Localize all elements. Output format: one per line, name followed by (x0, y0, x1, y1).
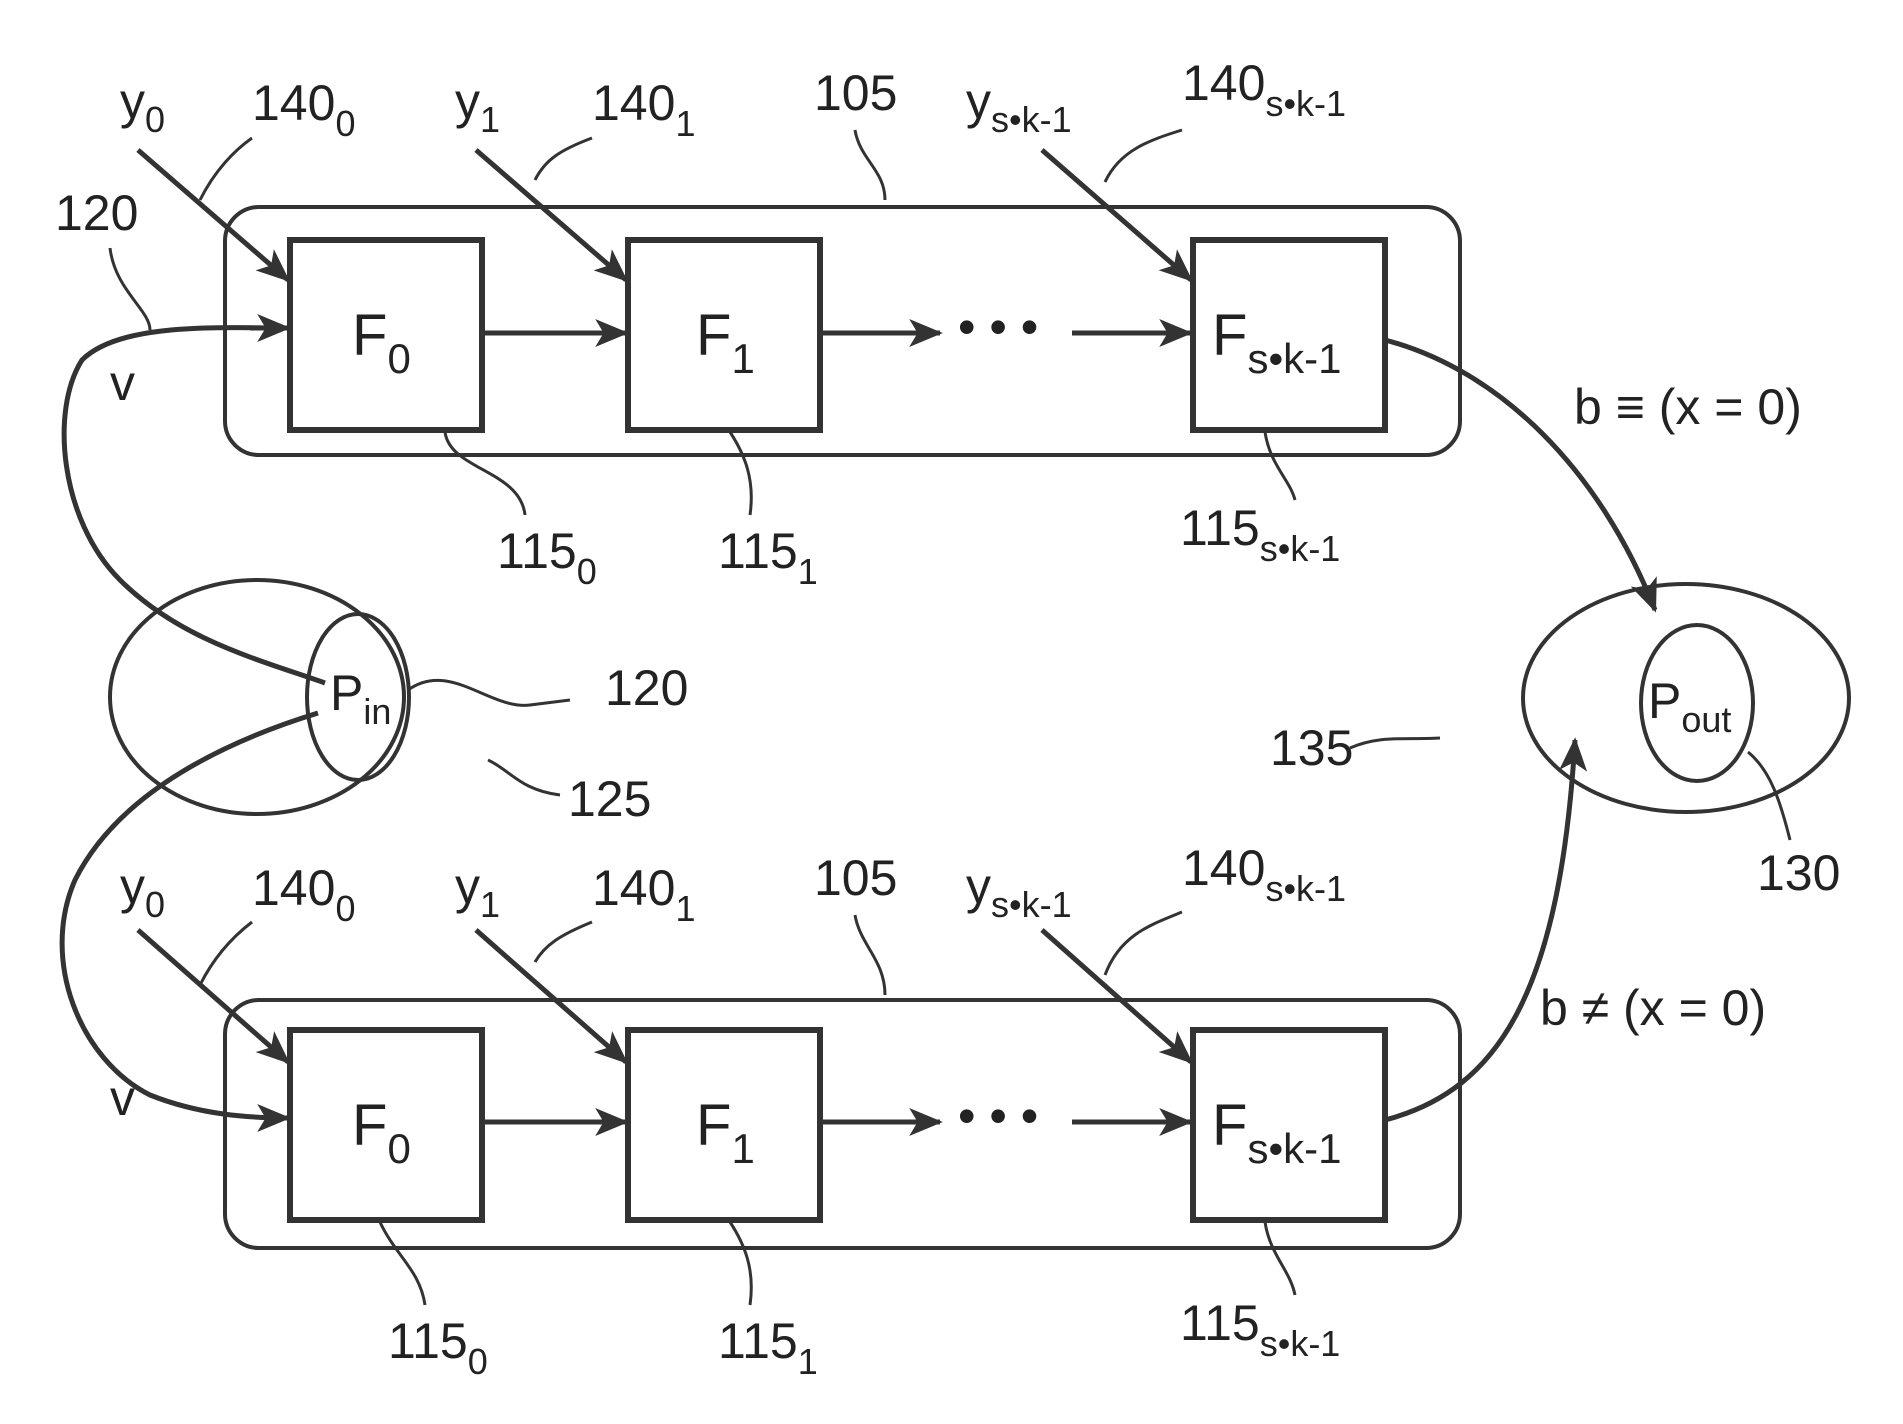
p-in-group: Pin 120 125 (110, 580, 688, 827)
top-v-ref-leader (110, 248, 150, 330)
p-out-ref: 130 (1757, 845, 1840, 901)
bottom-input-label-0: y0 (120, 858, 165, 925)
top-input-ref-0: 1400 (252, 75, 355, 144)
top-function-ref-0: 1150 (497, 523, 597, 592)
bottom-function-ref-leader-1 (730, 1222, 751, 1305)
p-in-ref: 120 (605, 660, 688, 716)
top-v-label: v (110, 355, 135, 411)
top-input-label-1: y1 (455, 73, 500, 140)
top-input-arrow-1 (476, 150, 626, 280)
bottom-output-condition: b ≠ (x = 0) (1540, 980, 1766, 1036)
bottom-function-ref-1: 1151 (718, 1313, 818, 1382)
top-function-ref-leader-0 (445, 432, 525, 515)
top-input-label-0: y0 (120, 73, 165, 140)
bottom-function-ref-leader-n (1265, 1222, 1295, 1295)
bottom-chain: F0 F1 Fs•k-1 • • • y0 y1 ys•k-1 1400 140… (62, 713, 1766, 1382)
top-function-ref-leader-n (1265, 432, 1295, 500)
top-input-ref-leader-n (1105, 130, 1182, 182)
bottom-input-ref-leader-0 (200, 922, 252, 985)
bottom-input-arrow-n (1042, 930, 1191, 1062)
bottom-container-ref: 105 (814, 850, 897, 906)
top-v-arrow (64, 328, 325, 683)
bottom-ellipsis: • • • (958, 1088, 1038, 1144)
bottom-input-arrow-0 (138, 930, 288, 1062)
bottom-container-ref-leader (855, 915, 885, 995)
p-in-ref-leader (408, 680, 570, 705)
bottom-function-ref-0: 1150 (388, 1313, 488, 1382)
bottom-input-label-1: y1 (455, 858, 500, 925)
top-input-label-n: ys•k-1 (966, 73, 1072, 140)
top-input-arrow-0 (138, 150, 288, 280)
bottom-output-arrow (1385, 740, 1575, 1120)
p-out-outer-ref-leader (1350, 738, 1440, 748)
p-in-label: Pin (330, 665, 391, 732)
bottom-input-arrow-1 (476, 930, 626, 1062)
top-input-ref-leader-0 (200, 138, 252, 200)
top-input-ref-1: 1401 (592, 75, 695, 144)
p-out-group: Pout 130 135 (1270, 584, 1849, 901)
bottom-input-ref-1: 1401 (592, 860, 695, 929)
bottom-input-ref-n: 140s•k-1 (1182, 840, 1346, 909)
top-v-ref: 120 (55, 185, 138, 241)
bottom-input-label-n: ys•k-1 (966, 858, 1072, 925)
top-input-ref-leader-1 (535, 138, 592, 180)
top-input-ref-n: 140s•k-1 (1182, 55, 1346, 124)
top-input-arrow-n (1042, 150, 1191, 280)
bottom-input-ref-leader-n (1105, 912, 1182, 975)
bottom-function-ref-leader-0 (380, 1222, 425, 1305)
p-in-outer-ref: 125 (568, 771, 651, 827)
bottom-input-ref-leader-1 (535, 922, 592, 962)
top-output-condition: b ≡ (x = 0) (1574, 379, 1802, 435)
p-in-outer-ref-leader (488, 760, 560, 795)
top-function-ref-n: 115s•k-1 (1180, 500, 1340, 569)
bottom-function-ref-n: 115s•k-1 (1180, 1295, 1340, 1364)
top-container-ref-leader (855, 130, 885, 200)
top-function-ref-1: 1151 (718, 523, 818, 592)
bottom-input-ref-0: 1400 (252, 860, 355, 929)
p-out-outer-ref: 135 (1270, 720, 1353, 776)
top-function-ref-leader-1 (730, 432, 751, 515)
p-out-label: Pout (1648, 673, 1731, 740)
top-container-ref: 105 (814, 65, 897, 121)
top-ellipsis: • • • (958, 299, 1038, 355)
